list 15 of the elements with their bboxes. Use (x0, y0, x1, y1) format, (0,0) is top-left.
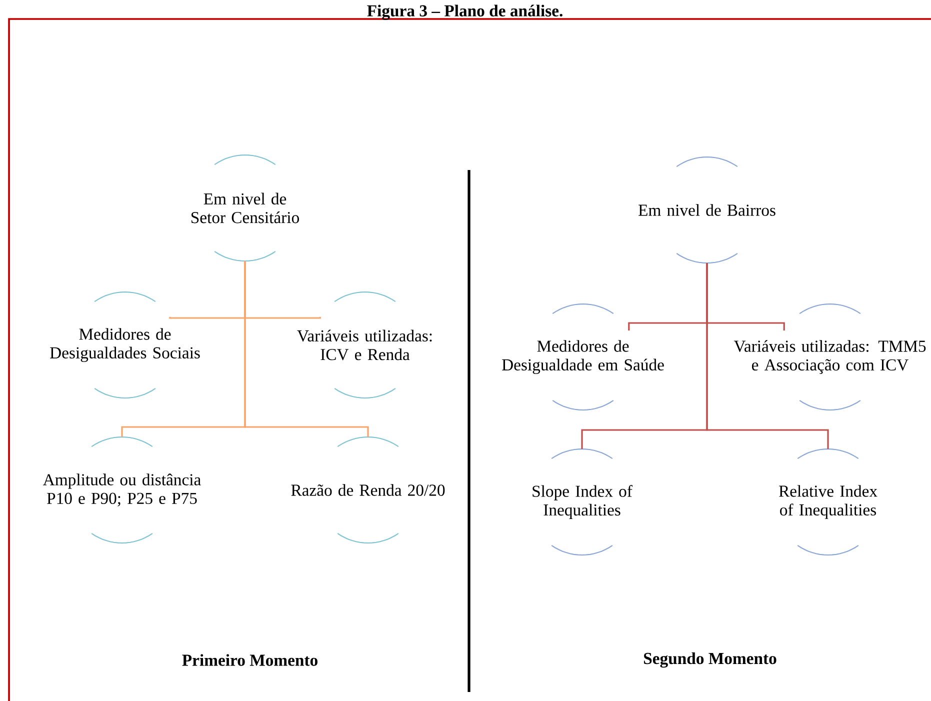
section-label: Segundo Momento (644, 652, 776, 668)
circle-node: Razão de Renda 20/20 (291, 436, 445, 544)
circle-node: Variáveis utilizadas: TMM5 e Associação com ICV (734, 303, 926, 411)
circle-node: Medidores de Desigualdade em Saúde (502, 303, 664, 411)
circle-node: Slope Index of Inequalities (532, 448, 632, 556)
circle-node: Amplitude ou distância P10 e P90; P25 e P75 (43, 436, 201, 544)
connector-line (706, 263, 829, 449)
section-label: Primeiro Momento (182, 654, 318, 666)
connector-line (244, 261, 369, 437)
circle-node: Em nivel de Bairros (638, 156, 776, 264)
circle-node: Variáveis utilizadas: ICV e Renda (297, 291, 432, 399)
circle-node: Em nivel de Setor Censitário (192, 154, 299, 262)
circle-node: Medidores de Desigualdades Sociais (50, 291, 200, 399)
title: Figura 3 – Plano de análise. (367, 4, 562, 20)
circle-node: Relative Index of Inequalities (778, 448, 878, 556)
